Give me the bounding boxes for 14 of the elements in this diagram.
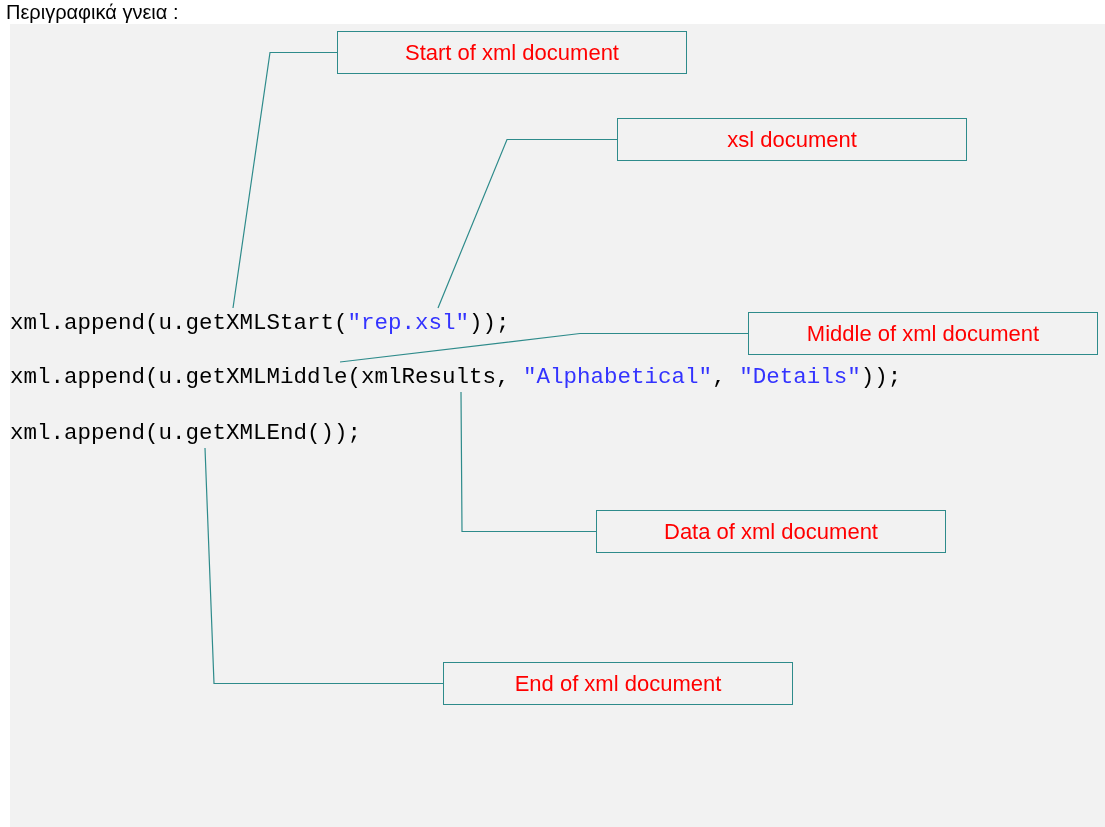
callout-box: End of xml document — [443, 662, 793, 705]
code-line: xml.append(u.getXMLMiddle(xmlResults, "Alphabetical", "Details")); — [10, 362, 970, 392]
code-line: xml.append(u.getXMLEnd()); — [10, 418, 390, 448]
leader-line — [460, 391, 597, 533]
leader-line — [437, 138, 618, 309]
callout-box: Middle of xml document — [748, 312, 1098, 355]
callout-box: Data of xml document — [596, 510, 946, 553]
leader-line — [339, 332, 749, 363]
code-line: xml.append(u.getXMLStart("rep.xsl")); — [10, 308, 555, 338]
leader-line — [204, 447, 444, 685]
title: Περιγραφικά γνεια : — [6, 0, 179, 24]
callout-box: xsl document — [617, 118, 967, 161]
leader-line — [232, 51, 338, 309]
callout-box: Start of xml document — [337, 31, 687, 74]
